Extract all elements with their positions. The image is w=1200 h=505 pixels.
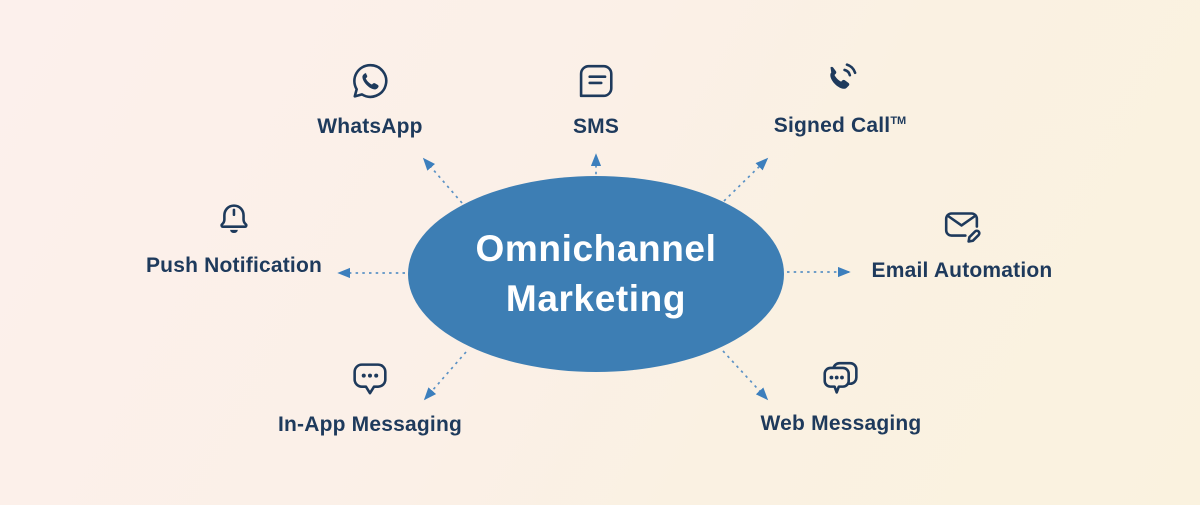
sms-bubble-icon [579, 64, 613, 98]
channel-signed-call: Signed CallTM [774, 57, 906, 138]
central-ellipse [408, 176, 784, 372]
bell-icon [220, 204, 248, 234]
arrow-to-web-messaging [722, 350, 769, 401]
central-title-line2: Marketing [505, 278, 687, 319]
channel-label-whatsapp: WhatsApp [317, 115, 423, 138]
arrow-to-signed-call [723, 157, 769, 202]
double-chat-bubble-icon [823, 361, 859, 394]
arrow-to-whatsapp [422, 157, 463, 204]
channel-label-email-automation: Email Automation [871, 259, 1053, 282]
channel-whatsapp: WhatsApp [317, 58, 423, 139]
channel-email-automation: Email Automation [872, 202, 1053, 283]
central-title-line1: Omnichannel [475, 228, 717, 270]
channel-label-web-messaging: Web Messaging [760, 412, 922, 435]
channel-sms: SMS [573, 58, 619, 139]
channel-web-messaging: Web Messaging [761, 355, 922, 436]
trademark-superscript: TM [890, 115, 907, 127]
whatsapp-icon [352, 63, 388, 99]
channel-in-app-messaging: In-App Messaging [278, 356, 462, 437]
email-pencil-icon [945, 212, 982, 243]
channel-label-in-app-messaging: In-App Messaging [277, 413, 463, 436]
phone-call-waves-icon [830, 63, 857, 89]
central-title: Omnichannel Marketing [476, 224, 717, 324]
channel-label-push-notification: Push Notification [145, 254, 323, 277]
channel-label-signed-call: Signed CallTM [773, 114, 907, 137]
channel-label-sms: SMS [572, 115, 620, 138]
channel-push-notification: Push Notification [146, 197, 322, 278]
chat-bubble-dots-icon [353, 363, 387, 395]
